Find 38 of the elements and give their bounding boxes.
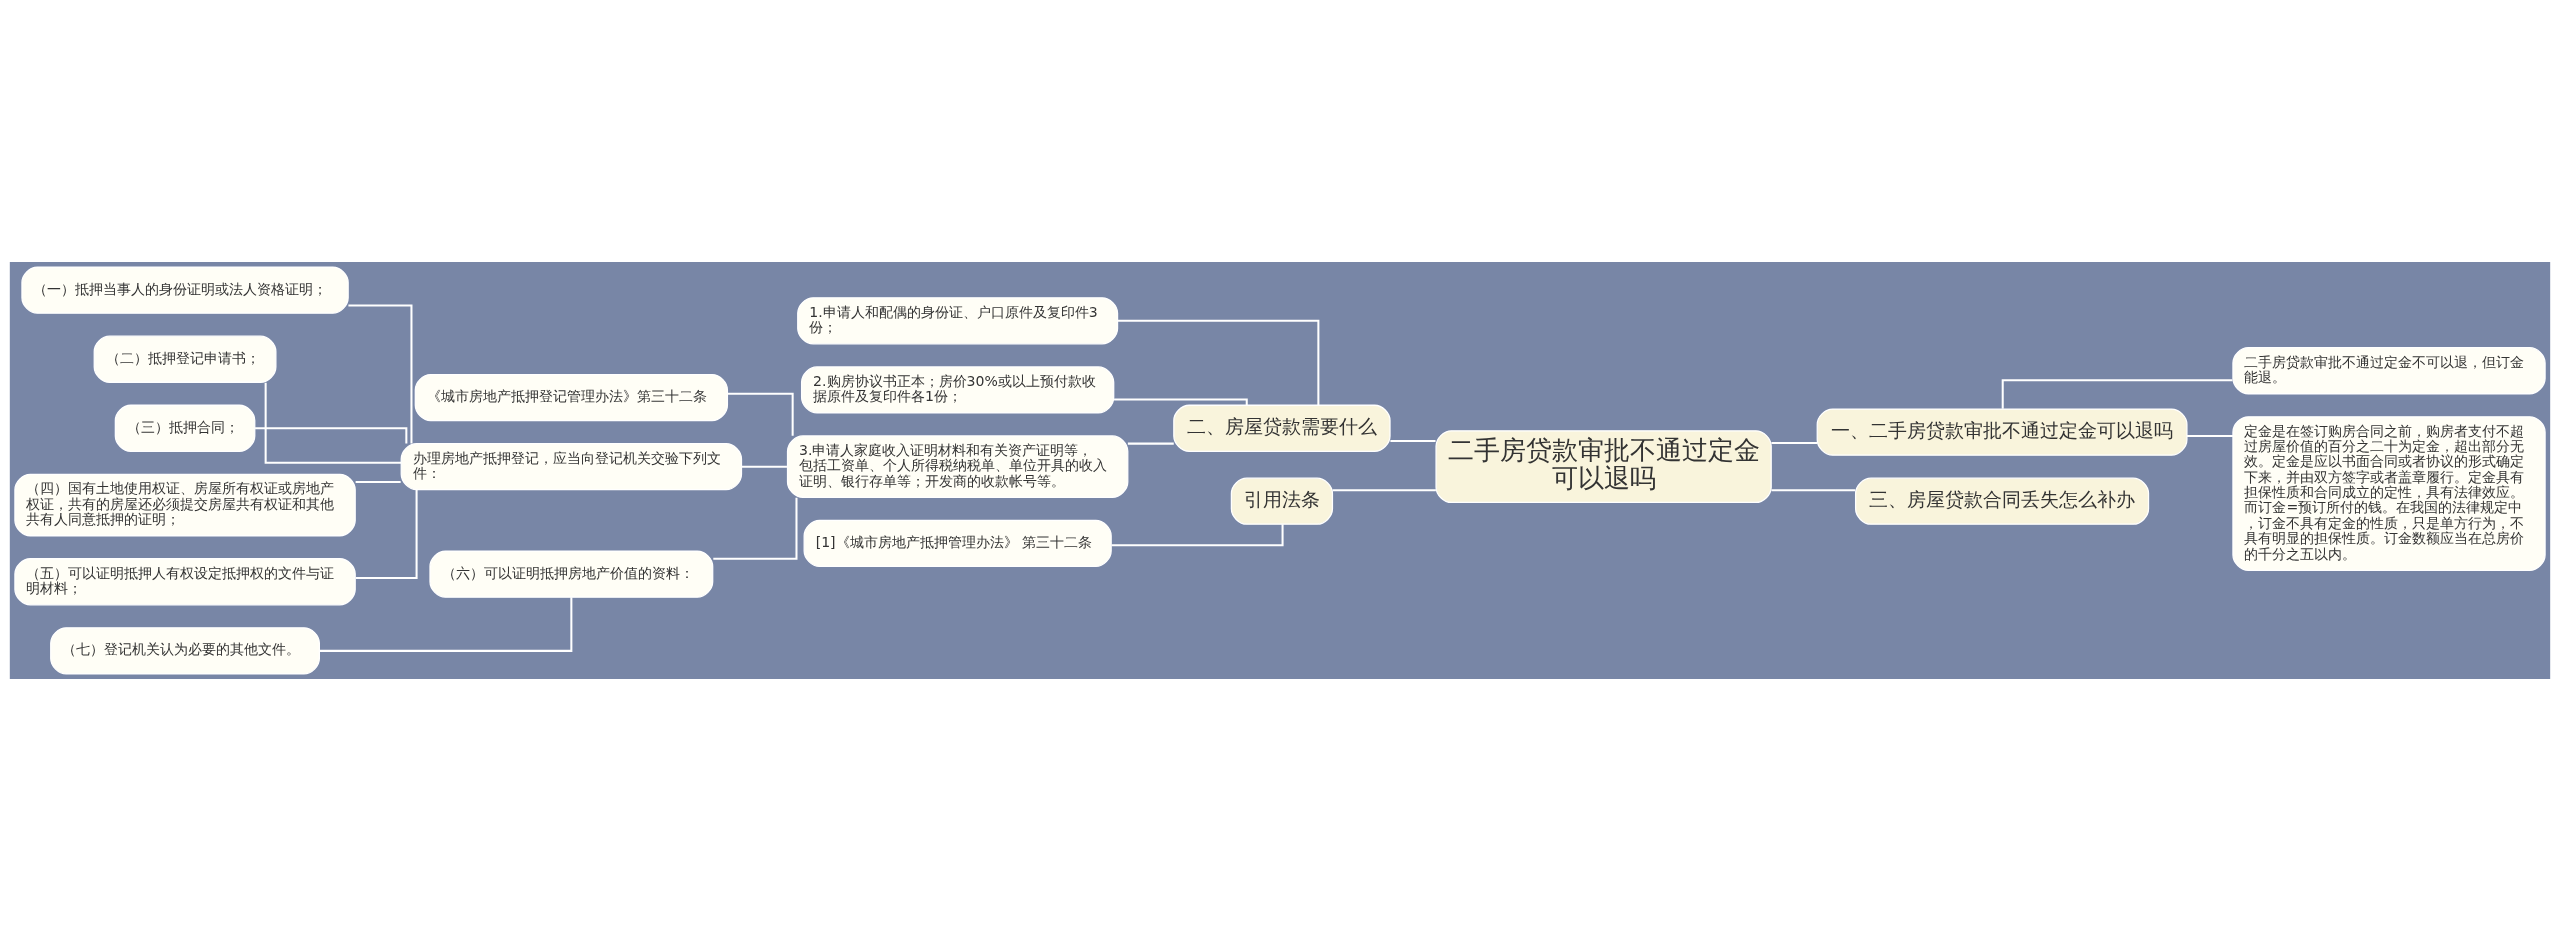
connector	[1117, 319, 1320, 405]
node-box: 三、房屋贷款合同丢失怎么补办	[1854, 477, 2150, 525]
connector	[355, 489, 418, 579]
connector	[1771, 441, 1818, 445]
connector	[727, 392, 794, 436]
connector	[1127, 442, 1174, 445]
connector	[741, 465, 787, 468]
connector	[713, 497, 798, 560]
connector	[355, 481, 401, 484]
connector	[1111, 524, 1284, 547]
node-box: （六）可以证明抵押房地产价值的资料：	[429, 550, 714, 598]
node-box: 二手房贷款审批不通过定金可以退吗	[1435, 430, 1772, 504]
connector	[319, 597, 573, 652]
connector	[348, 304, 413, 444]
node-box: （四）国有土地使用权证、房屋所有权证或房地产权证，共有的房屋还必须提交房屋共有权证和其他共有人同意抵押的证明；	[14, 473, 356, 537]
node-box: 3.申请人家庭收入证明材料和有关资产证明等，包括工资单、个人所得税纳税单、单位开具的收入证明、银行存单等；开发商的收款帐号等。	[786, 435, 1129, 498]
node-box: （七）登记机关认为必要的其他文件。	[50, 627, 320, 675]
connector	[1114, 398, 1248, 406]
connector	[1771, 489, 1856, 492]
node-box: 二手房贷款审批不通过定金不可以退，但订金能退。	[2232, 347, 2546, 395]
node-box: 一、二手房贷款审批不通过定金可以退吗	[1816, 408, 2188, 456]
connector	[2187, 434, 2233, 437]
node-box: 二、房屋贷款需要什么	[1173, 404, 1391, 452]
node-box: 《城市房地产抵押登记管理办法》第三十二条	[414, 373, 729, 422]
node-box: （五）可以证明抵押人有权设定抵押权的文件与证明材料；	[14, 558, 356, 606]
node-box: 1.申请人和配偶的身份证、户口原件及复印件3份；	[797, 297, 1119, 345]
connector	[255, 427, 408, 444]
node-box: （三）抵押合同；	[114, 404, 256, 452]
node-box: [1]《城市房地产抵押管理办法》 第三十二条	[803, 519, 1112, 568]
node-box: 定金是在签订购房合同之前，购房者支付不超过房屋价值的百分之二十为定金，超出部分无效。定金是应以书面合同或者协议的形式确定下来，并由双方签字或者盖章履行。定金具有担保性质和合同成立的定性，具有法律效应。而订金=预订所付的钱。在我国的法律规定中，订金不具有定金的性质，只是单方行为，不具有明显的担保性质。订金数额应当在总房价的千分之五以内。	[2232, 416, 2546, 571]
connector	[1390, 440, 1436, 443]
node-box: 引用法条	[1230, 477, 1334, 525]
node-box: （二）抵押登记申请书；	[93, 335, 277, 383]
connector	[1332, 489, 1436, 492]
node-box: 办理房地产抵押登记，应当向登记机关交验下列文件：	[400, 443, 743, 491]
connector	[264, 382, 402, 464]
node-box: 2.购房协议书正本；房价30%或以上预付款收据原件及复印件各1份；	[800, 366, 1115, 414]
node-box: （一）抵押当事人的身份证明或法人资格证明；	[21, 266, 349, 314]
